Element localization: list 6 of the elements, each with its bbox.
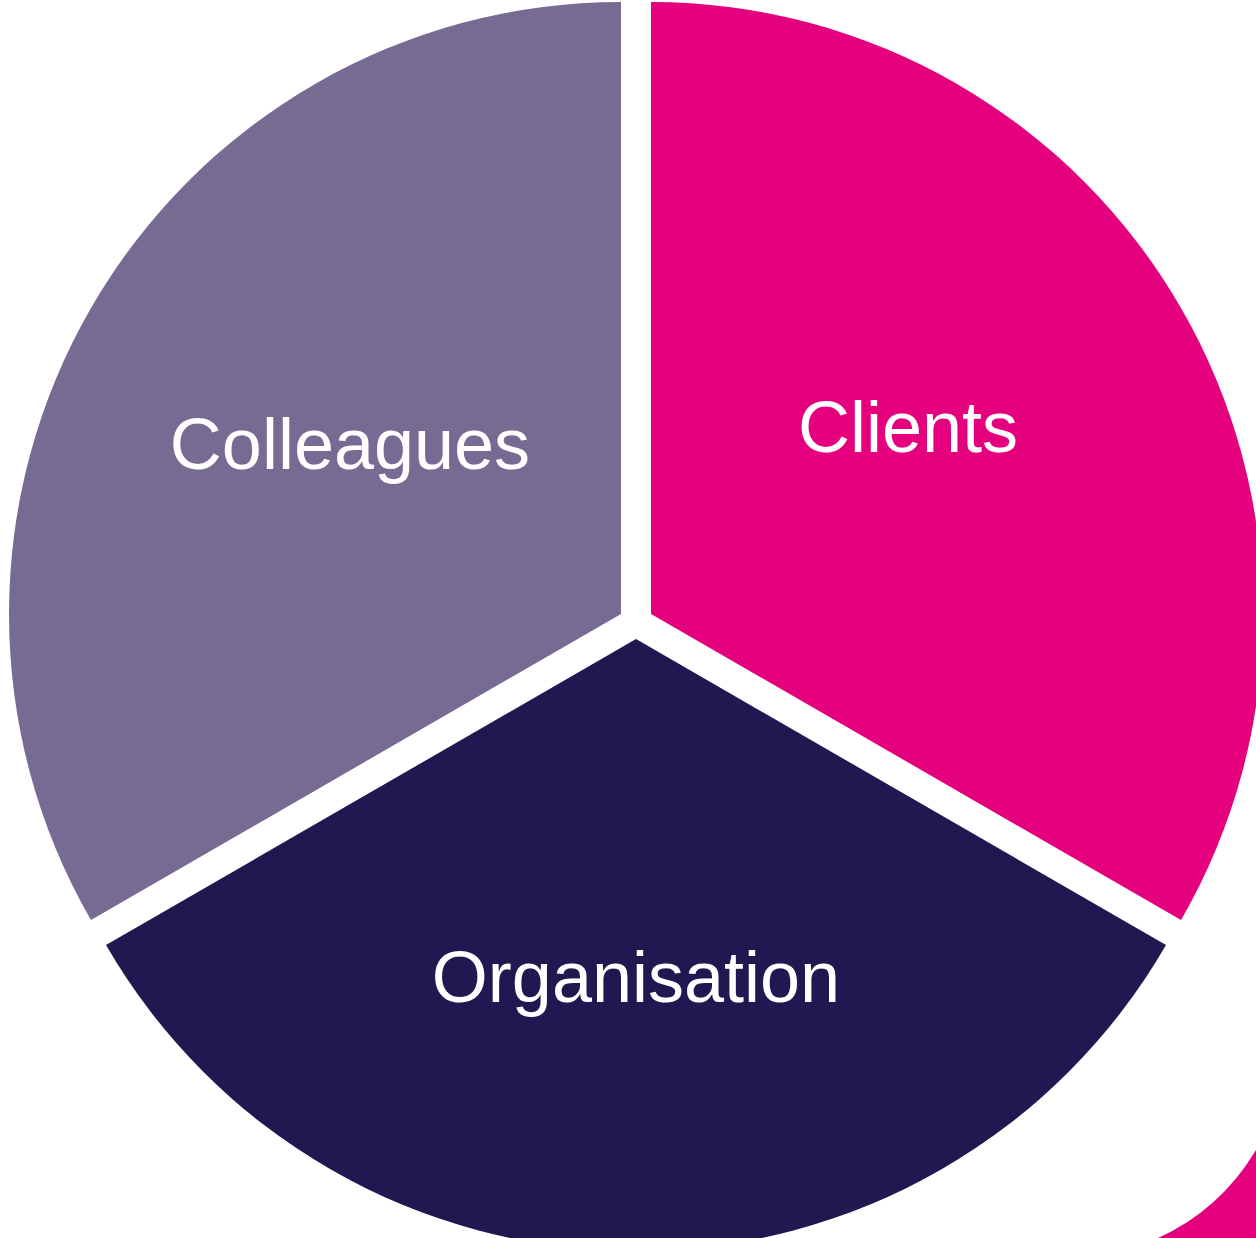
pie-sector xyxy=(106,639,1166,1238)
pie-sector xyxy=(9,1,622,920)
sector-label: Colleagues xyxy=(169,405,531,485)
sector-label: Clients xyxy=(797,388,1018,468)
pie-sector xyxy=(650,1,1256,920)
sector-label: Organisation xyxy=(431,938,841,1018)
